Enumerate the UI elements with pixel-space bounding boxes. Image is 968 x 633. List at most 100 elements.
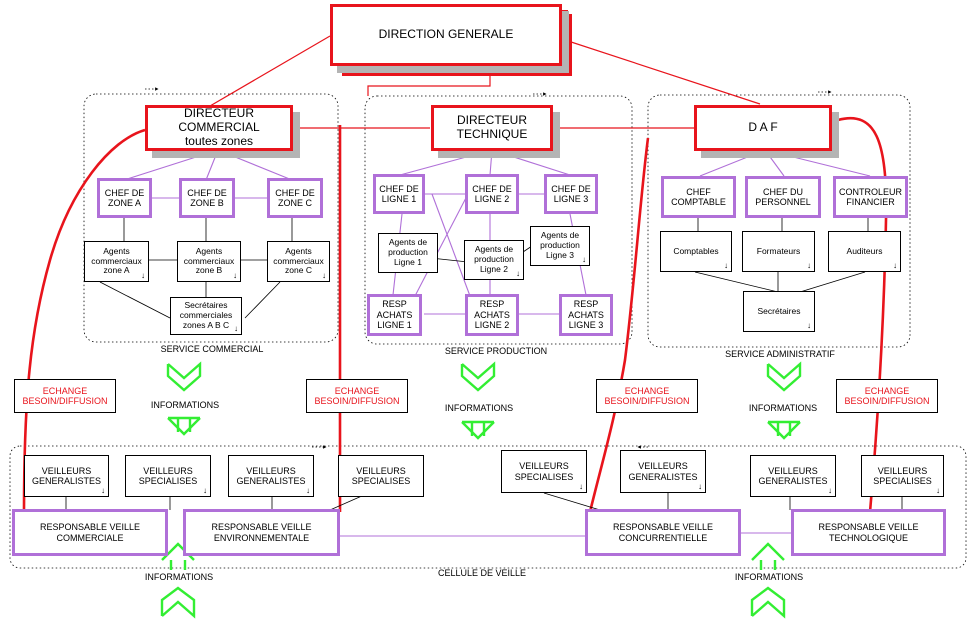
- down-arrow-icon: ↓: [893, 261, 897, 270]
- chef-zone-a-l1: CHEF DE: [104, 187, 145, 198]
- down-arrow-icon: ↓: [306, 486, 310, 495]
- rv1-l2: COMMERCIALE: [56, 532, 124, 543]
- vs4-l2: SPECIALISES: [873, 476, 932, 486]
- down-arrow-icon: ↓: [936, 486, 940, 495]
- rv1-l1: RESPONSABLE VEILLE: [39, 522, 141, 533]
- down-arrow-icon: ↓: [828, 486, 832, 495]
- chef-zone-c-l2: ZONE C: [277, 198, 312, 208]
- comptables: Comptables ↓: [660, 231, 732, 272]
- direction-generale-label: DIRECTION GENERALE: [378, 27, 514, 42]
- vs2-l1: VEILLEURS: [356, 465, 406, 476]
- down-arrow-icon: ↓: [233, 271, 237, 280]
- ap2-l2: production: [474, 254, 514, 265]
- ra2-l3: LIGNE 2: [474, 320, 510, 331]
- ra1-l2: ACHATS: [376, 309, 413, 320]
- ap2-l3: Ligne 2: [480, 263, 508, 274]
- secretaires-admin: Secrétaires ↓: [743, 291, 815, 332]
- agents-a-l2: commerciaux: [91, 255, 142, 266]
- vg2-l2: GENERALISTES: [236, 476, 306, 486]
- ra1-l3: LIGNE 1: [377, 320, 412, 331]
- vg2-l1: VEILLEURS: [246, 465, 296, 476]
- ap2-l1: Agents de: [474, 244, 514, 255]
- down-arrow-icon: ↓: [807, 321, 811, 330]
- green-arrow-up-right: [750, 542, 786, 619]
- rv3-l1: RESPONSABLE VEILLE: [612, 522, 714, 533]
- directeur-commercial: DIRECTEUR COMMERCIAL toutes zones: [145, 105, 293, 151]
- echange-1-l2: BESOIN/DIFFUSION: [22, 396, 108, 406]
- ap3-l1: Agents de: [540, 230, 580, 241]
- rv2-l2: ENVIRONNEMENTALE: [213, 532, 310, 543]
- rv2-l1: RESPONSABLE VEILLE: [211, 522, 312, 533]
- directeur-technique: DIRECTEUR TECHNIQUE: [431, 105, 553, 151]
- down-arrow-icon: ↓: [234, 324, 238, 333]
- agents-a-l1: Agents: [103, 245, 130, 256]
- dir-tech-l1: DIRECTEUR: [456, 113, 527, 128]
- auditeurs: Auditeurs ↓: [828, 231, 901, 272]
- daf: D A F: [694, 105, 832, 151]
- echange-2-l2: BESOIN/DIFFUSION: [314, 396, 400, 406]
- cp-l2: PERSONNEL: [755, 197, 811, 207]
- green-arrow-down-admin: [766, 361, 802, 440]
- down-arrow-icon: ↓: [322, 271, 326, 280]
- ra3-l1: RESP: [573, 299, 599, 310]
- informations-label-4: INFORMATIONS: [144, 572, 214, 582]
- auditeurs-label: Auditeurs: [846, 245, 883, 256]
- echange-3-l2: BESOIN/DIFFUSION: [604, 396, 690, 406]
- vg1-l2: GENERALISTES: [31, 476, 102, 486]
- chef-l3-l2: LIGNE 3: [553, 194, 589, 204]
- chef-l2-l1: CHEF DE: [472, 183, 512, 194]
- rv4-l2: TECHNOLOGIQUE: [828, 532, 908, 543]
- down-arrow-icon: ↓: [101, 486, 105, 495]
- ra3-l3: LIGNE 3: [568, 320, 604, 331]
- green-arrow-down-commercial: [166, 361, 202, 436]
- ap3-l3: Ligne 3: [546, 249, 574, 260]
- vg4-l2: GENERALISTES: [758, 476, 828, 486]
- direction-generale: DIRECTION GENERALE: [330, 4, 562, 66]
- rv4-l1: RESPONSABLE VEILLE: [818, 522, 919, 533]
- frame-service-commercial: [83, 93, 339, 343]
- agents-c-l3: zone C: [285, 265, 312, 276]
- ra2-l2: ACHATS: [474, 309, 510, 320]
- cc-l1: CHEF: [686, 186, 711, 197]
- vg1-l1: VEILLEURS: [41, 465, 92, 476]
- dir-tech-l2: TECHNIQUE: [456, 127, 528, 141]
- vs1-l2: SPECIALISES: [138, 476, 198, 486]
- vs2-l2: SPECIALISES: [351, 476, 411, 486]
- sec-com-l2: commerciales: [179, 310, 233, 321]
- informations-label-3: INFORMATIONS: [748, 403, 818, 413]
- dir-com-l3: toutes zones: [184, 133, 254, 148]
- vg3-l2: GENERALISTES: [628, 471, 698, 482]
- daf-label: D A F: [748, 120, 778, 135]
- down-arrow-icon: ↓: [698, 482, 702, 491]
- informations-label-5: INFORMATIONS: [734, 572, 804, 582]
- cf-l2: FINANCIER: [846, 197, 895, 207]
- service-commercial-label: SERVICE COMMERCIAL: [160, 344, 264, 354]
- chef-l1-l2: LIGNE 1: [381, 194, 417, 204]
- service-production-label: SERVICE PRODUCTION: [444, 346, 548, 356]
- down-arrow-icon: ↓: [516, 269, 520, 278]
- green-arrow-down-production: [460, 361, 496, 440]
- informations-label-2: INFORMATIONS: [444, 403, 514, 413]
- ra2-l1: RESP: [479, 299, 505, 310]
- chef-zone-c-l1: CHEF DE: [275, 187, 315, 198]
